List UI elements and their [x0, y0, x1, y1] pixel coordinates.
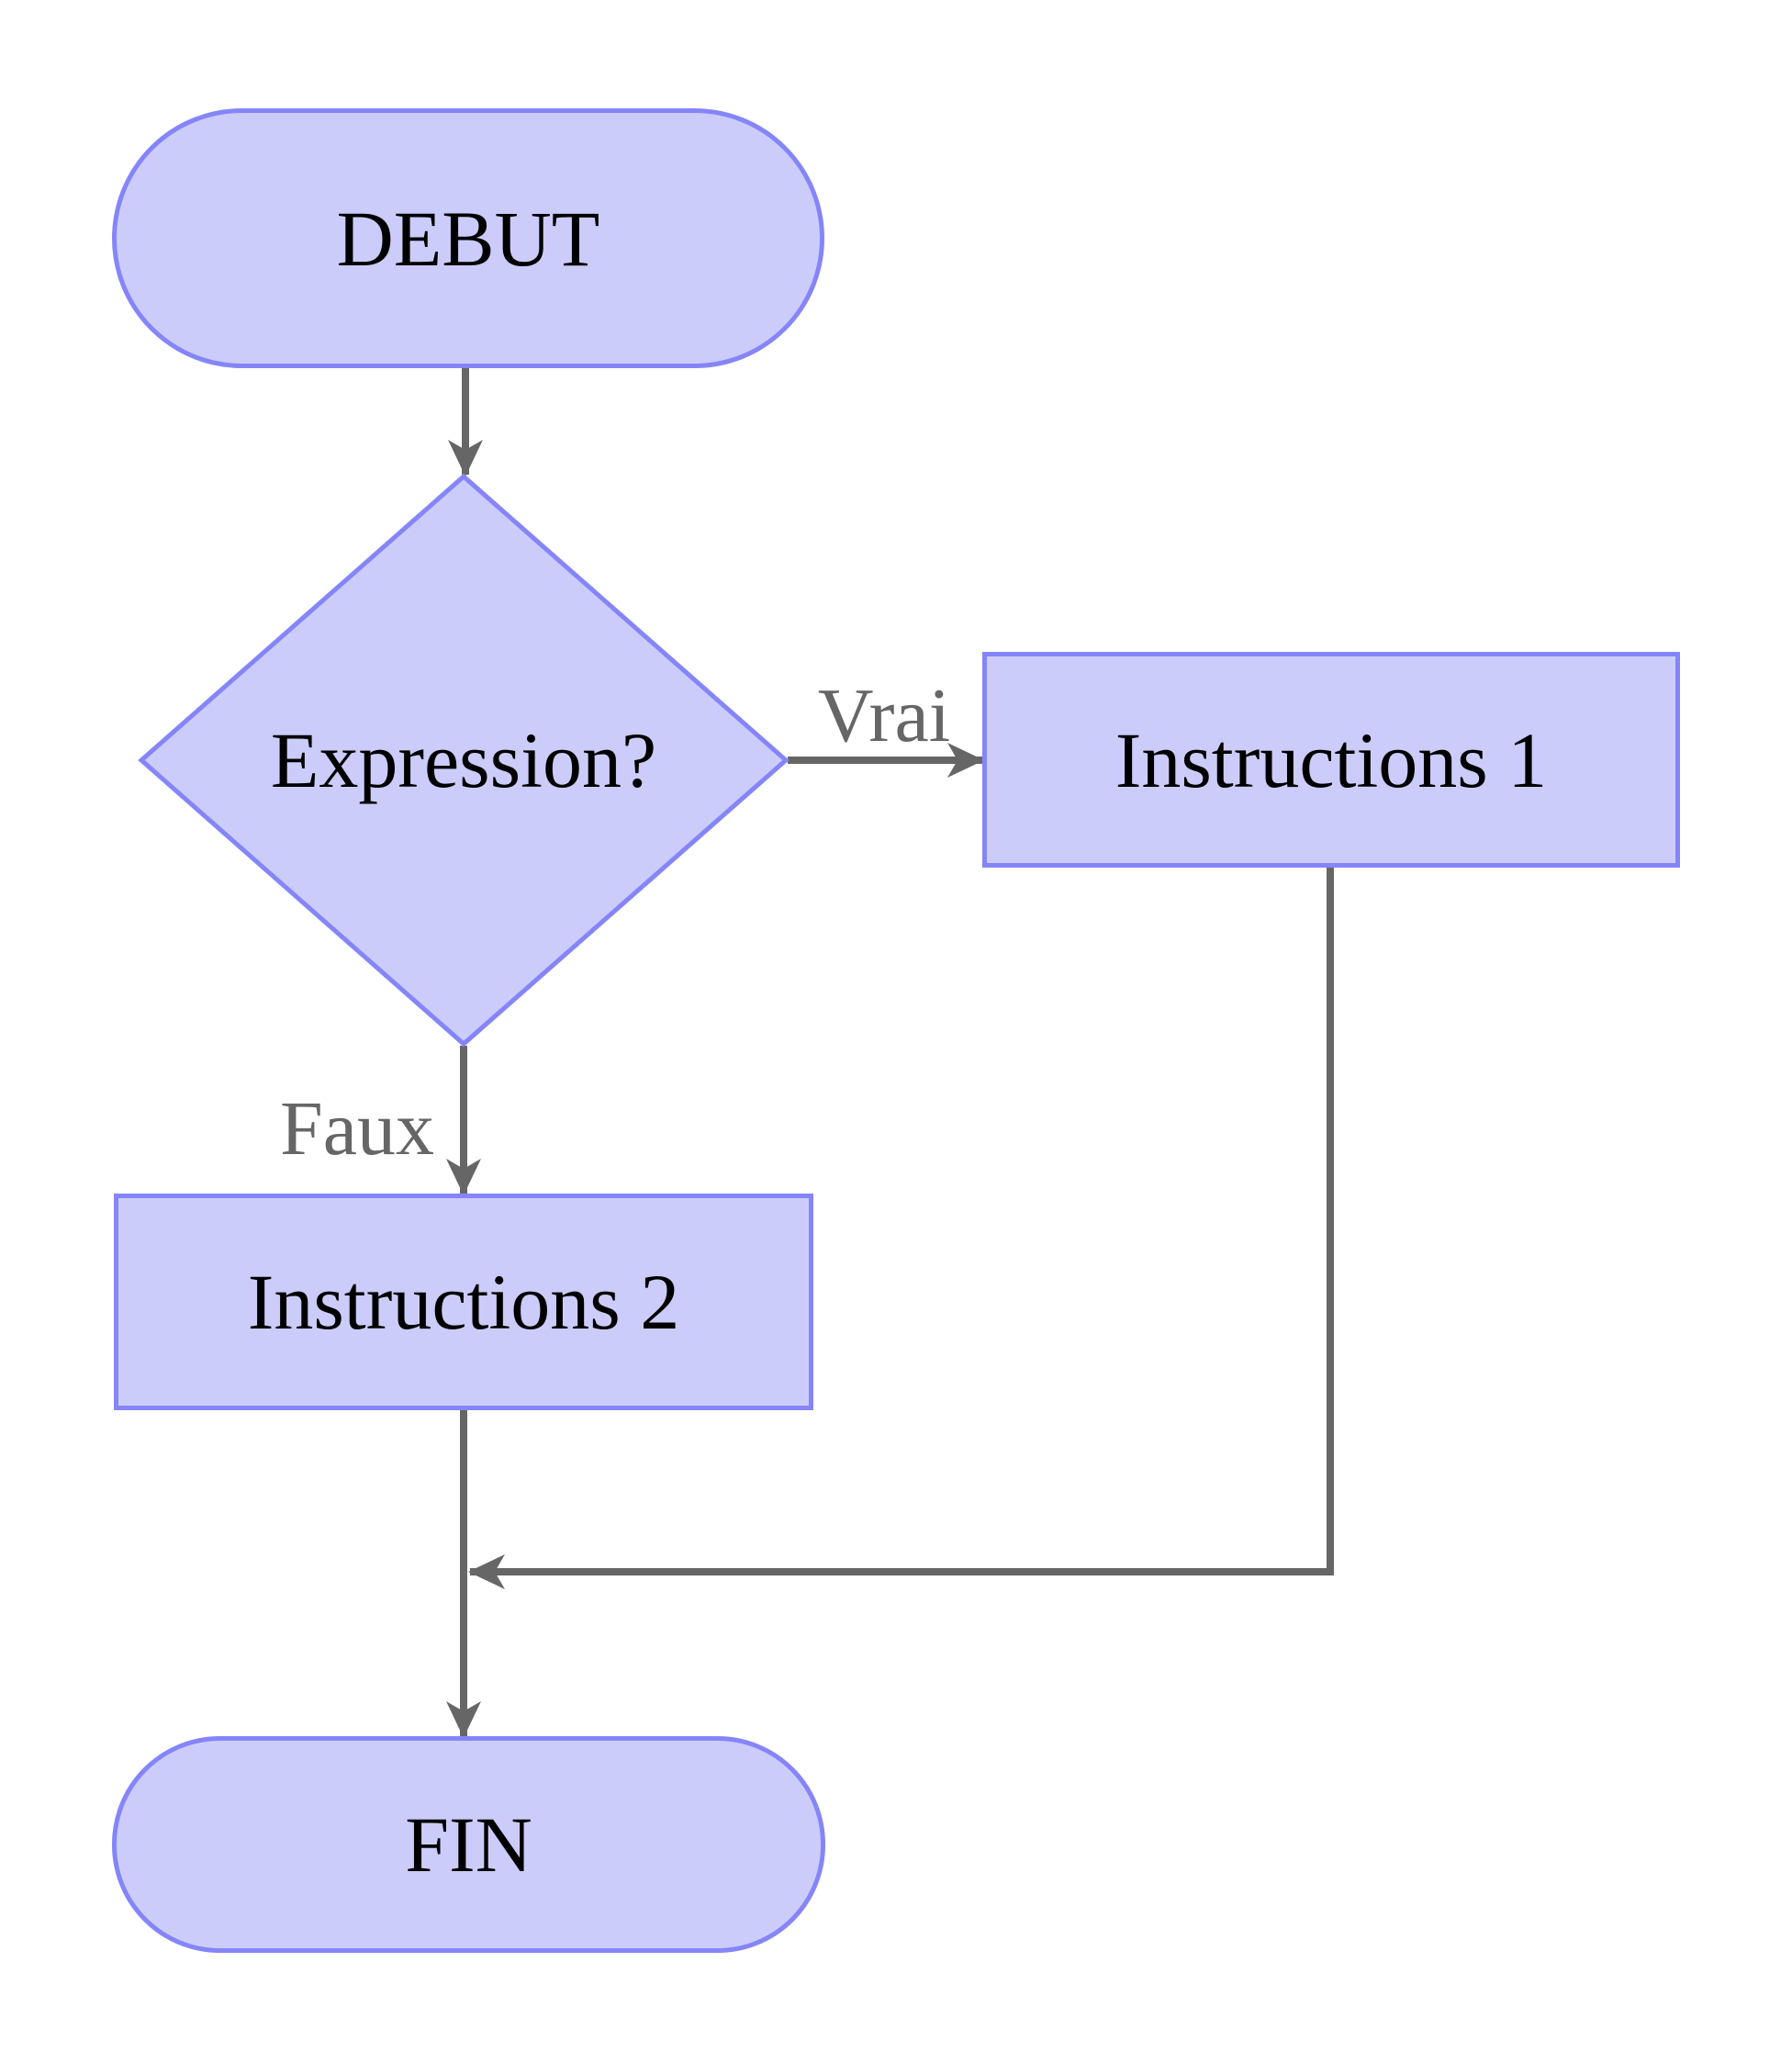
start-node-shape	[112, 108, 824, 368]
decision-node-shape	[138, 473, 790, 1048]
instructions2-node-shape	[114, 1194, 813, 1410]
edge-instructions1-to-junction	[468, 868, 1334, 1589]
end-node-shape	[112, 1736, 825, 1953]
instructions1-node-shape	[982, 652, 1680, 868]
